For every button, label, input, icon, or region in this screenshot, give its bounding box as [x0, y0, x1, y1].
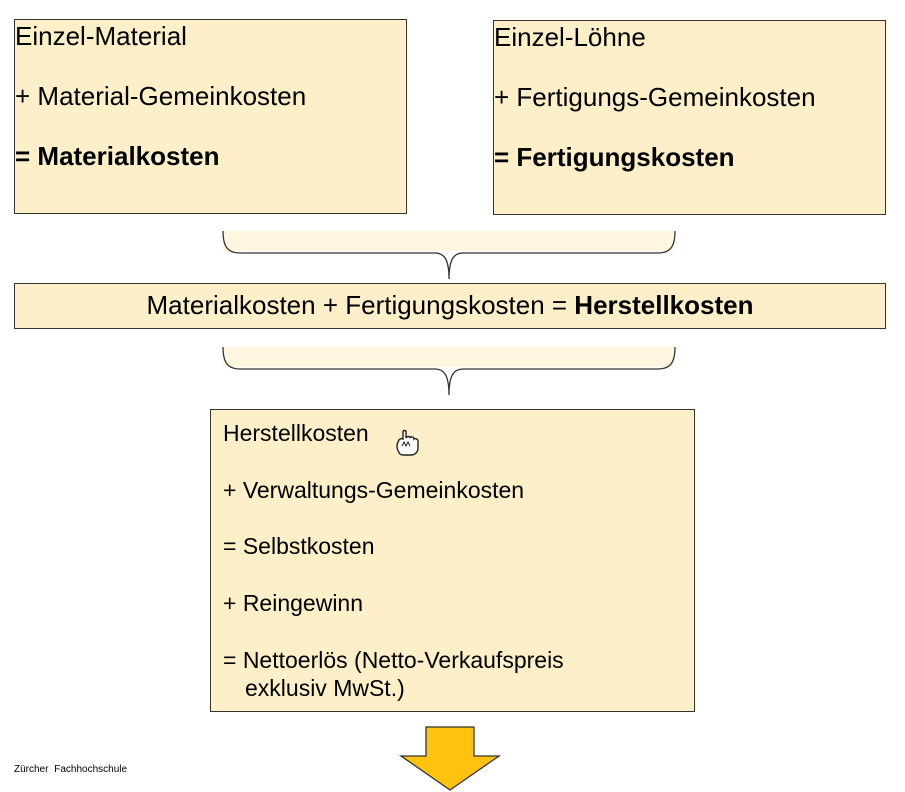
footer-institution: Zürcher Fachhochschule	[14, 764, 128, 775]
brace-middle	[222, 346, 676, 396]
brace-top	[222, 230, 676, 280]
net-line-2: + Verwaltungs-Gemeinkosten	[223, 477, 525, 503]
net-line-4: + Reingewinn	[223, 590, 364, 616]
material-line-3: = Materialkosten	[15, 141, 220, 171]
down-arrow-icon	[398, 726, 502, 791]
net-line-5a: = Nettoerlös (Netto-Verkaufspreis	[223, 647, 564, 673]
net-revenue-box: Herstellkosten + Verwaltungs-Gemeinkoste…	[210, 409, 695, 712]
labor-line-2: + Fertigungs-Gemeinkosten	[494, 82, 816, 112]
net-line-5b: exklusiv MwSt.)	[245, 675, 405, 701]
hand-cursor-icon	[396, 429, 419, 456]
net-line-3: = Selbstkosten	[223, 533, 375, 559]
production-cost-bold: Herstellkosten	[574, 290, 754, 321]
material-cost-box: Einzel-Material + Material-Gemeinkosten …	[14, 19, 407, 214]
production-cost-box: Materialkosten + Fertigungskosten = Hers…	[14, 283, 886, 329]
labor-line-1: Einzel-Löhne	[494, 22, 646, 52]
labor-cost-box: Einzel-Löhne + Fertigungs-Gemeinkosten =…	[493, 20, 886, 215]
production-cost-text: Materialkosten + Fertigungskosten =	[146, 290, 575, 321]
labor-line-3: = Fertigungskosten	[494, 142, 735, 172]
material-line-2: + Material-Gemeinkosten	[15, 81, 307, 111]
material-line-1: Einzel-Material	[15, 21, 187, 51]
net-line-1: Herstellkosten	[223, 420, 369, 446]
